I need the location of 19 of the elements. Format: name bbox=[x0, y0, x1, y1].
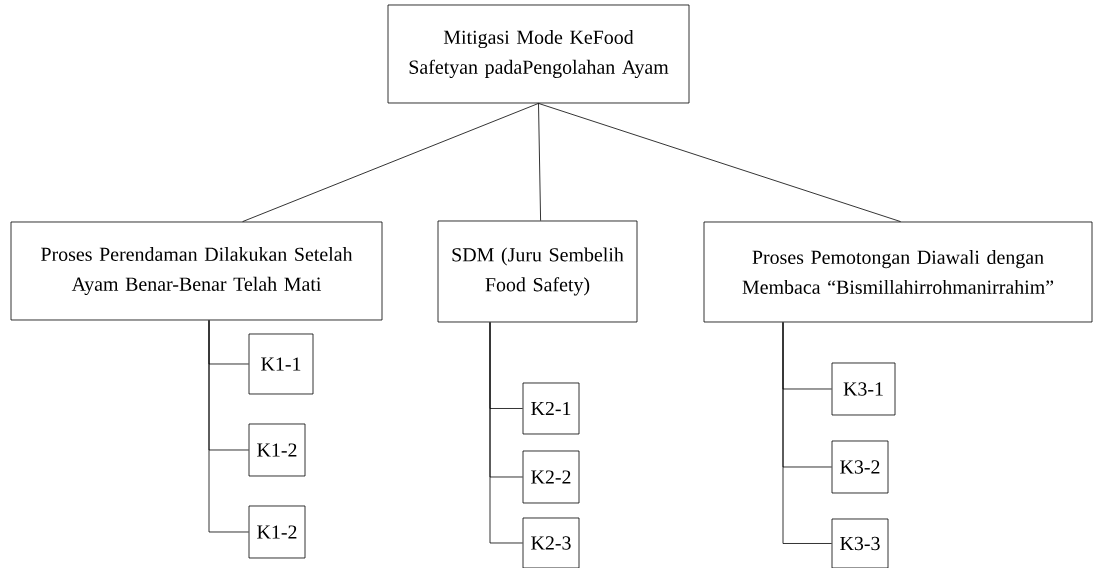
item-box: K3-2 bbox=[831, 440, 889, 494]
connector-line bbox=[538, 103, 901, 222]
connector-line bbox=[489, 322, 523, 544]
category-box: Proses Perendaman Dilakukan Setelah Ayam Benar-Benar Telah Mati bbox=[10, 221, 383, 321]
item-box: K1-2 bbox=[248, 423, 306, 477]
item-box: K1-1 bbox=[248, 333, 314, 395]
item-box: K2-3 bbox=[522, 517, 580, 568]
item-box: K2-2 bbox=[522, 450, 580, 504]
item-box: K3-3 bbox=[831, 518, 889, 568]
category-box: Proses Pemotongan Diawali dengan Membaca “Bismillahirrohmanirrahim” bbox=[703, 221, 1093, 323]
connector-line bbox=[208, 320, 249, 533]
category-box: Mitigasi Mode KeFood Safetyan padaPengolahan Ayam bbox=[387, 4, 690, 104]
connector-line bbox=[782, 322, 832, 544]
item-box: K1-2 bbox=[248, 505, 306, 559]
item-box: K2-1 bbox=[522, 382, 580, 435]
connector-line bbox=[242, 103, 539, 222]
category-box: SDM (Juru Sembelih Food Safety) bbox=[437, 220, 638, 323]
connector-line bbox=[538, 103, 541, 221]
item-box: K3-1 bbox=[831, 362, 896, 416]
